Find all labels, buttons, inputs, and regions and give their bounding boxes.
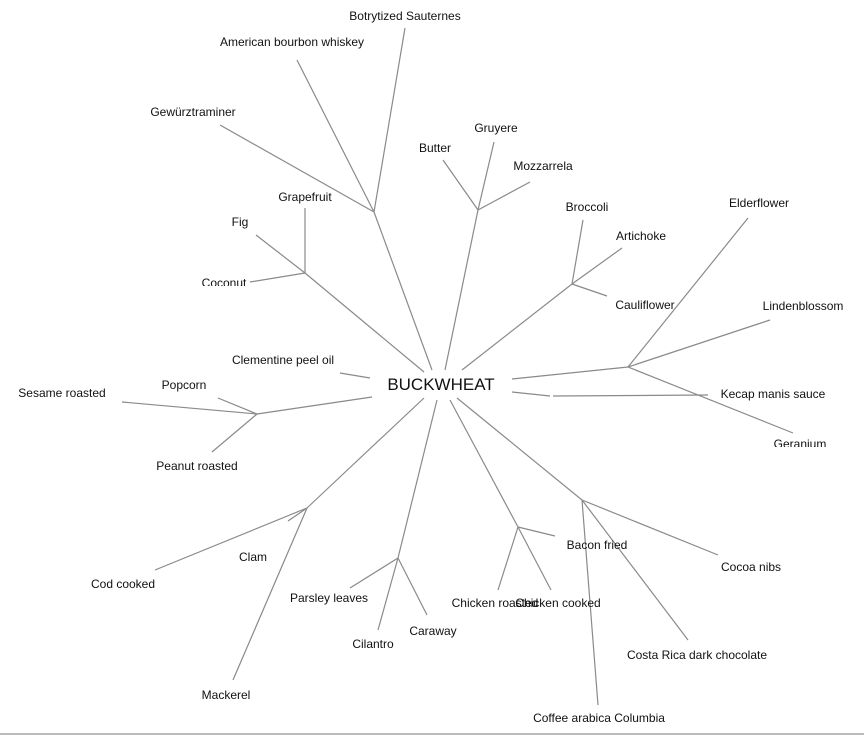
leaf-cod: Cod cooked bbox=[90, 577, 156, 591]
tree-edge bbox=[339, 372, 371, 379]
tree-edge bbox=[581, 499, 689, 641]
leaf-clementine: Clementine peel oil bbox=[231, 353, 335, 367]
leaf-cilantro: Cilantro bbox=[352, 637, 394, 651]
tree-edge bbox=[581, 499, 719, 556]
tree-edge bbox=[581, 499, 599, 706]
leaf-broccoli: Broccoli bbox=[565, 200, 609, 214]
leaf-cauliflower: Cauliflower bbox=[615, 298, 675, 312]
leaf-fig: Fig bbox=[231, 215, 249, 229]
tree-edge bbox=[517, 526, 552, 591]
bottom-border bbox=[0, 733, 864, 735]
tree-edge bbox=[444, 209, 479, 371]
leaf-cocoa: Cocoa nibs bbox=[721, 560, 782, 574]
leaf-kecap: Kecap manis sauce bbox=[720, 387, 826, 401]
leaf-coconut: Coconut bbox=[201, 276, 247, 286]
leaf-botrytized: Botrytized Sauternes bbox=[349, 9, 461, 23]
tree-edge bbox=[627, 366, 794, 434]
tree-edge bbox=[154, 507, 308, 571]
tree-edge bbox=[571, 219, 584, 285]
tree-edge bbox=[552, 394, 709, 397]
tree-edge bbox=[461, 283, 573, 371]
tree-edge bbox=[306, 397, 425, 509]
tree-edge bbox=[627, 217, 749, 368]
tree-edge bbox=[211, 413, 258, 453]
tree-edge bbox=[571, 283, 608, 297]
leaf-chicken-roasted: Chicken roasted bbox=[451, 596, 539, 610]
leaf-popcorn: Popcorn bbox=[161, 378, 207, 392]
leaf-gruyere: Gruyere bbox=[474, 121, 518, 135]
leaf-mackerel: Mackerel bbox=[201, 688, 251, 702]
tree-edge bbox=[397, 399, 438, 559]
leaf-artichoke: Artichoke bbox=[615, 229, 667, 243]
leaf-elderflower: Elderflower bbox=[728, 196, 790, 210]
tree-edge bbox=[449, 399, 519, 528]
tree-edge bbox=[442, 159, 479, 211]
root-label: BUCKWHEAT bbox=[387, 375, 495, 394]
tree-edge bbox=[477, 181, 531, 211]
tree-edge bbox=[627, 319, 771, 368]
tree-edge bbox=[255, 234, 306, 274]
tree-edge bbox=[219, 124, 375, 213]
tree-edge bbox=[456, 397, 583, 501]
leaf-lindenblossom: Lindenblossom bbox=[762, 299, 844, 313]
tree-edge bbox=[571, 247, 623, 285]
tree-edge bbox=[511, 366, 629, 380]
tree-edge bbox=[121, 401, 258, 415]
tree-edge bbox=[304, 272, 425, 373]
tree-edge bbox=[249, 272, 306, 283]
leaf-parsley: Parsley leaves bbox=[289, 591, 369, 605]
leaf-caraway: Caraway bbox=[409, 624, 457, 638]
leaf-clam: Clam bbox=[238, 550, 268, 564]
leaf-bourbon: American bourbon whiskey bbox=[219, 35, 365, 49]
tree-edge bbox=[517, 526, 556, 537]
leaf-butter: Butter bbox=[418, 141, 452, 152]
tree-edge bbox=[287, 507, 308, 522]
leaf-grapefruit: Grapefruit bbox=[278, 190, 332, 204]
leaf-costa-rica: Costa Rica dark chocolate bbox=[626, 648, 768, 662]
leaf-bacon: Bacon fried bbox=[566, 538, 628, 552]
leaf-peanut: Peanut roasted bbox=[156, 459, 238, 473]
tree-edge bbox=[377, 557, 399, 631]
leaf-gewurztraminer: Gewürztraminer bbox=[150, 105, 236, 119]
tree-edge bbox=[511, 391, 551, 397]
leaf-geranium: Geranium bbox=[773, 437, 827, 447]
leaf-sesame: Sesame roasted bbox=[18, 386, 106, 400]
tree-edge bbox=[232, 507, 308, 681]
tree-edge bbox=[373, 27, 406, 213]
tree-edge bbox=[373, 211, 433, 371]
tree-edge bbox=[397, 557, 428, 616]
leaf-mozzarela: Mozzarrela bbox=[513, 159, 573, 173]
leaf-coffee: Coffee arabica Columbia bbox=[533, 711, 665, 725]
tree-edge bbox=[477, 141, 495, 211]
tree-edge bbox=[217, 397, 258, 415]
tree-edge bbox=[296, 59, 375, 213]
tree-edge bbox=[497, 526, 519, 591]
tree-edge bbox=[349, 557, 399, 589]
tree-edge bbox=[256, 396, 373, 415]
leaf-chicken-cooked: Chicken cooked bbox=[515, 596, 601, 610]
